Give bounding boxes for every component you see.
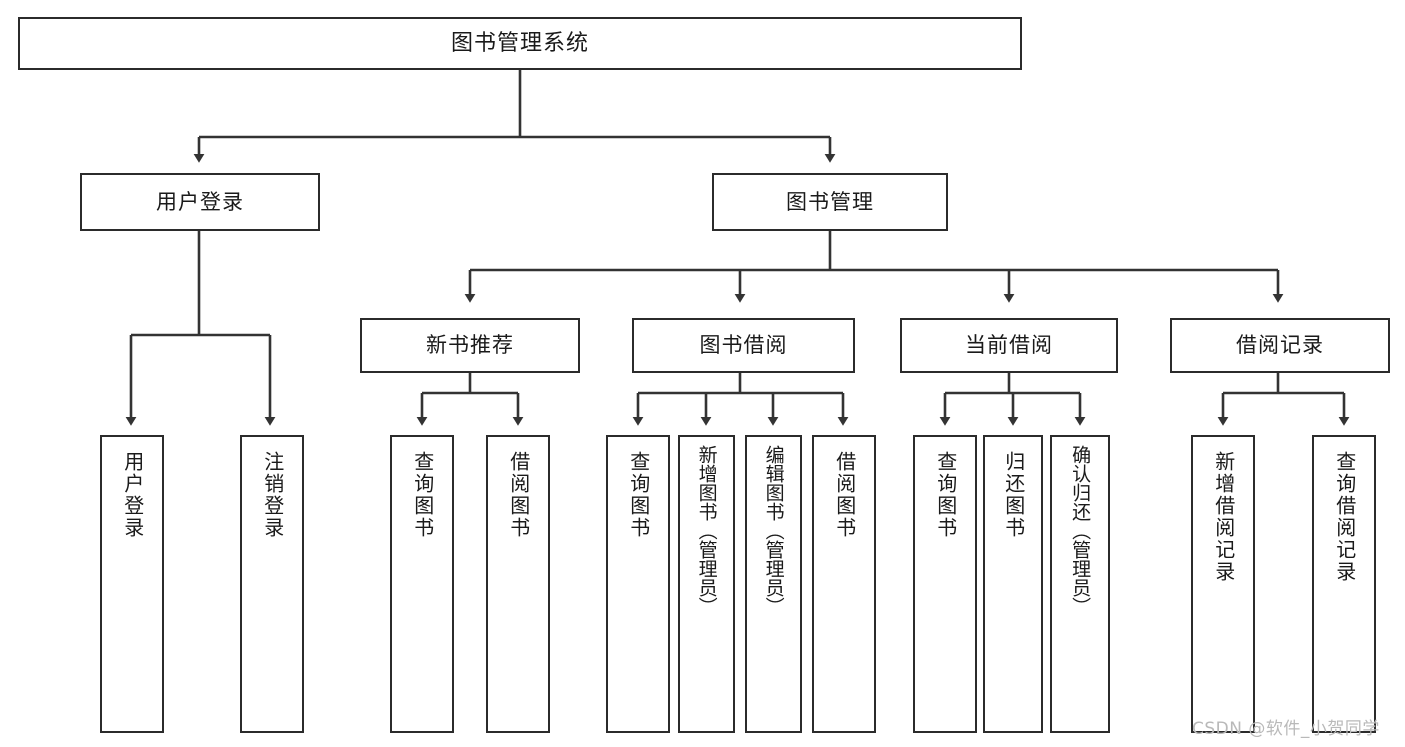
node-user-login[interactable]: 用户登录 bbox=[80, 173, 320, 231]
leaf-edit-book-admin[interactable]: 编辑图书（管理员） bbox=[745, 435, 802, 733]
leaf-borrow-book-recommend[interactable]: 借阅图书 bbox=[486, 435, 550, 733]
leaf-return-book[interactable]: 归还图书 bbox=[983, 435, 1043, 733]
node-book-management[interactable]: 图书管理 bbox=[712, 173, 948, 231]
node-root[interactable]: 图书管理系统 bbox=[18, 17, 1022, 70]
leaf-logout[interactable]: 注销登录 bbox=[240, 435, 304, 733]
leaf-user-login[interactable]: 用户登录 bbox=[100, 435, 164, 733]
node-borrow-record[interactable]: 借阅记录 bbox=[1170, 318, 1390, 373]
leaf-query-book-recommend[interactable]: 查询图书 bbox=[390, 435, 454, 733]
leaf-query-book-borrow[interactable]: 查询图书 bbox=[606, 435, 670, 733]
leaf-query-borrow-record[interactable]: 查询借阅记录 bbox=[1312, 435, 1376, 733]
leaf-add-borrow-record[interactable]: 新增借阅记录 bbox=[1191, 435, 1255, 733]
node-new-book-recommend[interactable]: 新书推荐 bbox=[360, 318, 580, 373]
leaf-borrow-book[interactable]: 借阅图书 bbox=[812, 435, 876, 733]
leaf-confirm-return-admin[interactable]: 确认归还（管理员） bbox=[1050, 435, 1110, 733]
leaf-query-book-current[interactable]: 查询图书 bbox=[913, 435, 977, 733]
csdn-watermark: CSDN @软件_小贺同学 bbox=[1192, 719, 1380, 739]
node-book-borrow[interactable]: 图书借阅 bbox=[632, 318, 855, 373]
leaf-add-book-admin[interactable]: 新增图书（管理员） bbox=[678, 435, 735, 733]
node-current-borrow[interactable]: 当前借阅 bbox=[900, 318, 1118, 373]
